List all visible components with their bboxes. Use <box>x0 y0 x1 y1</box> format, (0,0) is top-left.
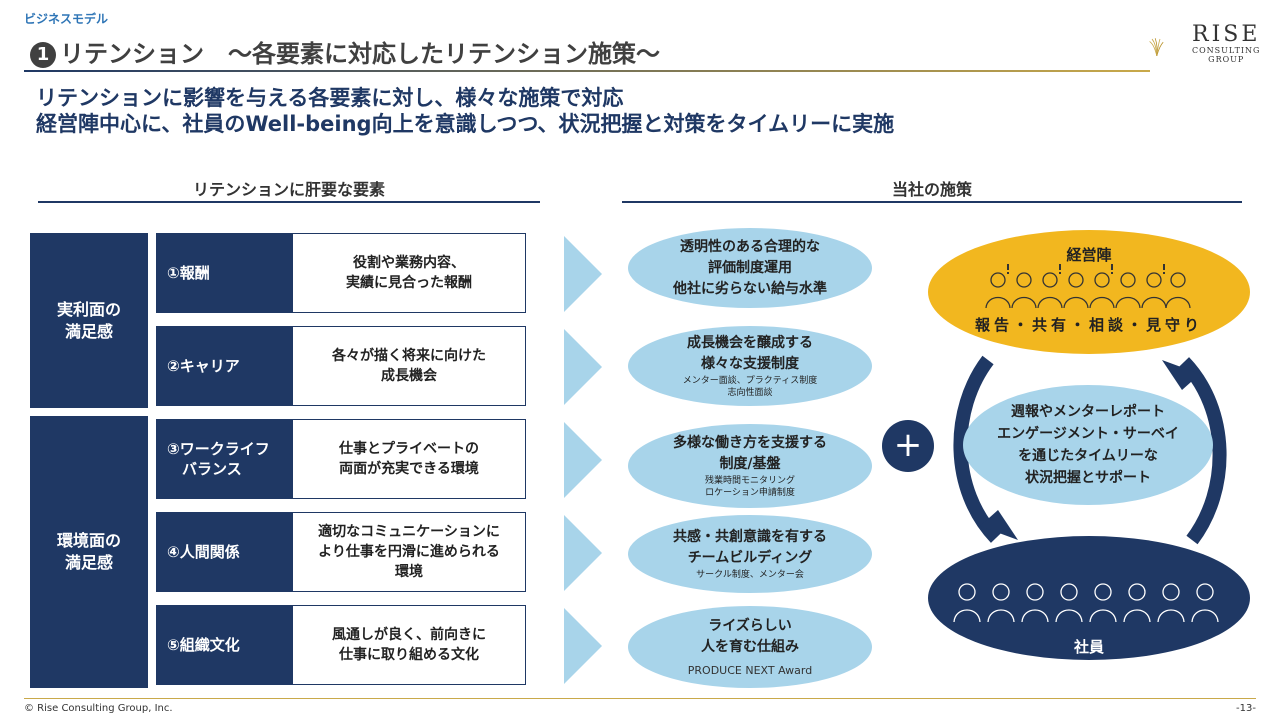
element-description: 適切なコミュニケーションに より仕事を円滑に進められる 環境 <box>318 524 500 580</box>
measure-main-text: 透明性のある合理的な 評価制度運用 他社に劣らない給与水準 <box>673 238 827 297</box>
logo-mark-icon <box>1149 38 1164 56</box>
right-arrow-icon <box>564 515 602 591</box>
right-arrow-icon <box>564 236 602 312</box>
plus-icon: + <box>882 420 934 472</box>
element-description: 各々が描く将来に向けた 成長機会 <box>332 348 486 384</box>
employees-people-icon <box>953 583 1219 623</box>
logo-sub-text-2: GROUP <box>1208 55 1245 64</box>
section-label: ビジネスモデル <box>24 12 109 26</box>
right-arrow-icon <box>564 422 602 498</box>
measure-award-text: PRODUCE NEXT Award <box>687 664 813 677</box>
element-label: ③ワークライフ バランス <box>157 420 293 498</box>
measure-main-text: 多様な働き方を支援する 制度/基盤 <box>673 435 827 472</box>
right-arrow-icon <box>564 329 602 405</box>
employees-label: 社員 <box>1073 638 1104 656</box>
logo-sub-text-1: CONSULTING <box>1192 46 1261 55</box>
measure-note-text: 残業時間モニタリング ロケーション申請制度 <box>704 476 795 498</box>
management-oval <box>928 230 1250 354</box>
management-actions: 報告・共有・相談・見守り <box>974 316 1203 334</box>
management-people-icon <box>985 264 1191 309</box>
element-label: ④人間関係 <box>157 513 293 591</box>
copyright-text: © Rise Consulting Group, Inc. <box>24 703 173 714</box>
measure-team-building: 共感・共創意識を有する チームビルディング サークル制度、メンター会 <box>628 515 872 593</box>
element-row-career: ②キャリア 各々が描く将来に向けた 成長機会 <box>156 326 526 406</box>
page-number: -13- <box>1236 703 1256 714</box>
element-label: ⑤組織文化 <box>157 606 293 684</box>
left-section-heading: リテンションに肝要な要素 <box>192 180 385 199</box>
measure-rise-culture: ライズらしい 人を育む仕組み PRODUCE NEXT Award <box>628 606 872 688</box>
category-environmental-satisfaction: 環境面の 満足感 <box>30 416 148 688</box>
page-title-text: リテンション ～各要素に対応したリテンション施策～ <box>60 40 660 68</box>
element-row-compensation: ①報酬 役割や業務内容、 実績に見合った報酬 <box>156 233 526 313</box>
measure-main-text: 成長機会を醸成する 様々な支援制度 <box>687 335 813 372</box>
right-section-heading: 当社の施策 <box>891 180 972 199</box>
category-practical-satisfaction: 実利面の 満足感 <box>30 233 148 408</box>
element-row-culture: ⑤組織文化 風通しが良く、前向きに 仕事に取り組める文化 <box>156 605 526 685</box>
element-row-relationships: ④人間関係 適切なコミュニケーションに より仕事を円滑に進められる 環境 <box>156 512 526 592</box>
element-description: 役割や業務内容、 実績に見合った報酬 <box>346 255 472 291</box>
right-section-underline <box>622 201 1242 203</box>
element-label: ①報酬 <box>157 234 293 312</box>
measure-note-text: サークル制度、メンター会 <box>696 570 804 580</box>
title-number-badge: 1 <box>30 42 56 68</box>
logo: RISE CONSULTING GROUP <box>1192 22 1261 65</box>
cycle-arrows-icon <box>953 355 1227 545</box>
monitoring-support-text: 週報やメンターレポート エンゲージメント・サーベイ を通じたタイムリーな 状況把… <box>963 385 1213 505</box>
measure-main-text: 共感・共創意識を有する チームビルディング <box>673 529 827 566</box>
employees-oval <box>928 536 1250 660</box>
element-description: 仕事とプライベートの 両面が充実できる環境 <box>339 441 479 477</box>
element-label: ②キャリア <box>157 327 293 405</box>
measure-note-text: メンター面談、プラクティス制度 志向性面談 <box>682 376 818 398</box>
measure-growth-support: 成長機会を醸成する 様々な支援制度 メンター面談、プラクティス制度 志向性面談 <box>628 326 872 406</box>
right-arrow-icon <box>564 608 602 684</box>
headline-line-2: 経営陣中心に、社員のWell-being向上を意識しつつ、状況把握と対策をタイム… <box>36 112 895 136</box>
title-underline <box>24 70 1150 72</box>
left-section-underline <box>38 201 540 203</box>
element-row-work-life-balance: ③ワークライフ バランス 仕事とプライベートの 両面が充実できる環境 <box>156 419 526 499</box>
measure-main-text: ライズらしい 人を育む仕組み <box>701 618 799 655</box>
measure-diverse-workstyles: 多様な働き方を支援する 制度/基盤 残業時間モニタリング ロケーション申請制度 <box>628 424 872 508</box>
headline-line-1: リテンションに影響を与える各要素に対し、様々な施策で対応 <box>36 86 624 110</box>
logo-main-text: RISE <box>1192 22 1261 47</box>
measure-evaluation-system: 透明性のある合理的な 評価制度運用 他社に劣らない給与水準 <box>628 228 872 308</box>
footer-divider <box>24 698 1256 699</box>
management-label: 経営陣 <box>1066 246 1112 264</box>
element-description: 風通しが良く、前向きに 仕事に取り組める文化 <box>332 627 486 663</box>
